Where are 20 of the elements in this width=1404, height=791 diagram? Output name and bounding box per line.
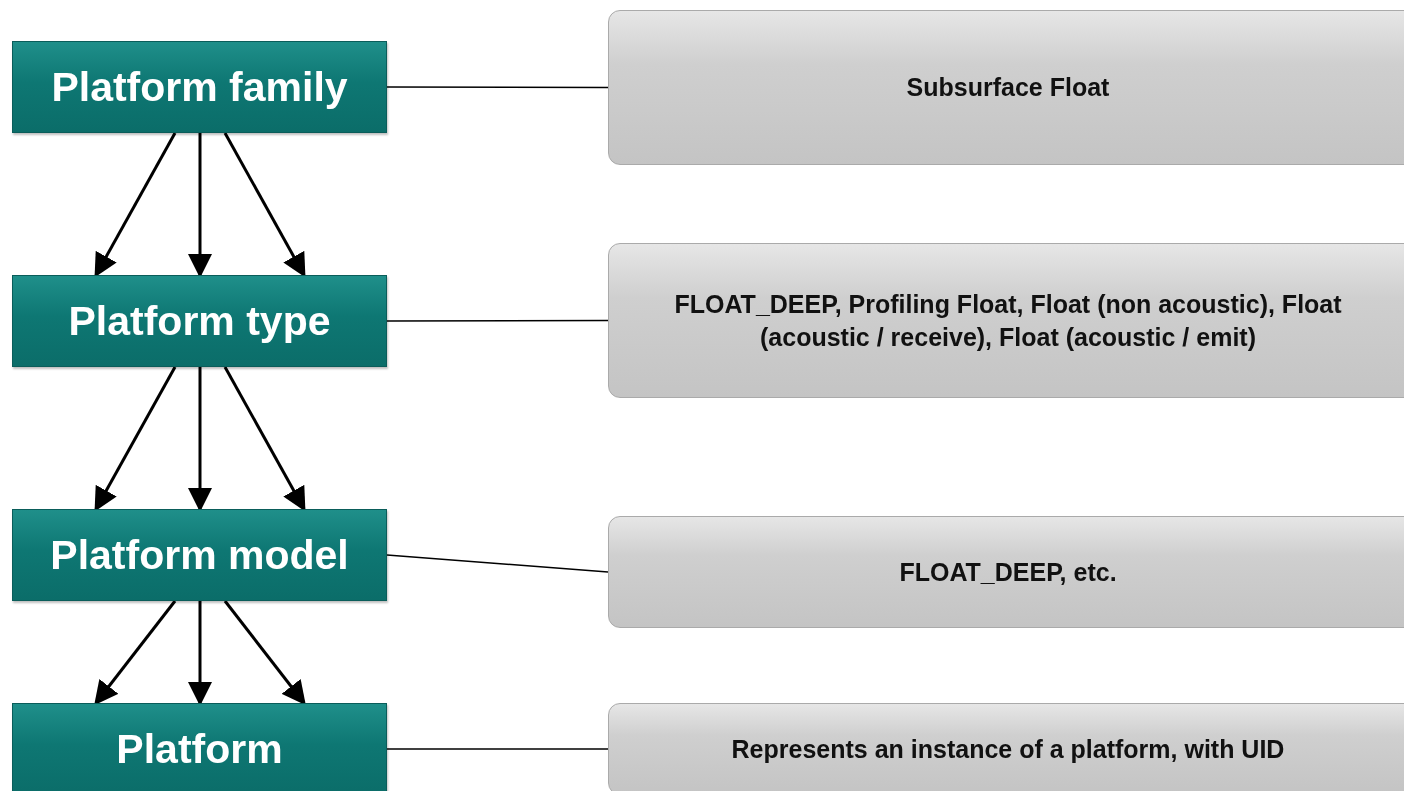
example-text: FLOAT_DEEP, etc. bbox=[899, 556, 1117, 588]
level-box bbox=[12, 703, 387, 791]
example-panel bbox=[608, 243, 1404, 398]
connector-line bbox=[386, 748, 609, 750]
level-box bbox=[12, 275, 387, 367]
level-label: Platform bbox=[116, 725, 283, 773]
example-panel bbox=[608, 703, 1404, 791]
example-text: FLOAT_DEEP, Profiling Float, Float (non acoustic), Float (acoustic / receive), Float (acoustic / emit) bbox=[673, 289, 1343, 353]
level-box bbox=[12, 509, 387, 601]
connector-line bbox=[386, 554, 609, 573]
connector-line bbox=[386, 319, 609, 322]
level-label: Platform type bbox=[68, 297, 331, 345]
example-text: Represents an instance of a platform, with UID bbox=[731, 733, 1285, 765]
example-panel bbox=[608, 10, 1404, 165]
level-label: Platform model bbox=[50, 531, 349, 579]
connector-line bbox=[386, 86, 609, 89]
example-panel bbox=[608, 516, 1404, 628]
level-box bbox=[12, 41, 387, 133]
level-label: Platform family bbox=[51, 63, 348, 111]
example-text: Subsurface Float bbox=[906, 72, 1110, 104]
